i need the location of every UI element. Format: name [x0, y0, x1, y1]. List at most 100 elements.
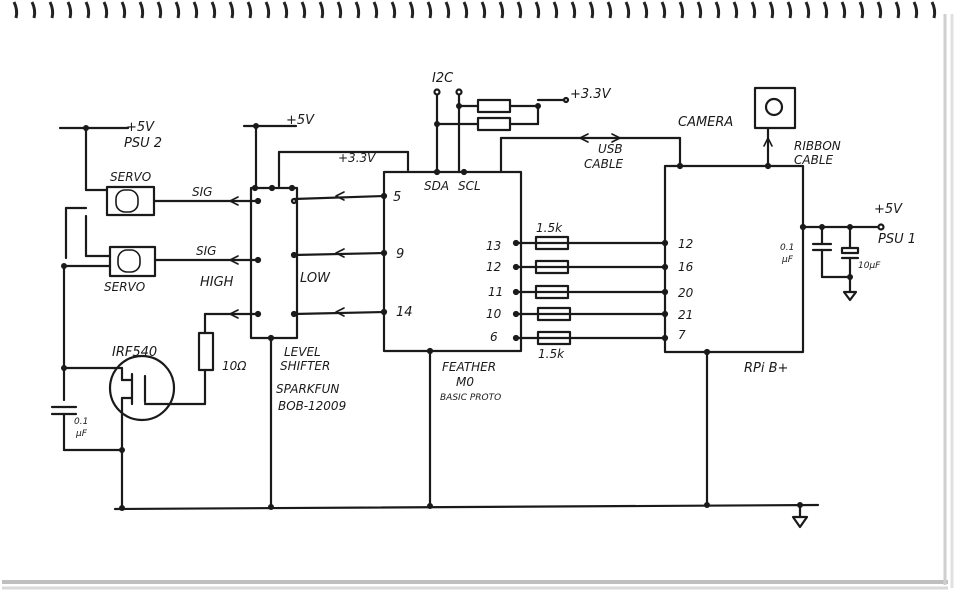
spiral-coil: [246, 1, 253, 19]
spiral-coil: [714, 1, 721, 19]
servo-2-label: SERVO: [104, 280, 145, 294]
spiral-coil: [318, 1, 325, 19]
ls-name-4: BOB-12009: [278, 399, 346, 413]
spiral-coil: [930, 1, 937, 19]
feather-pin-11: 11: [488, 285, 503, 299]
low-label: LOW: [300, 271, 331, 286]
feather-label-1: FEATHER: [442, 360, 496, 374]
cap-right-1-unit: μF: [781, 255, 794, 265]
i2c-voltage-label: +3.3V: [570, 87, 612, 102]
spiral-coil: [498, 1, 505, 19]
spiral-coil: [480, 1, 487, 19]
feather-pin-5: 5: [393, 190, 401, 205]
rpi-pin-12: 12: [678, 237, 693, 251]
feather-pin-6: 6: [490, 330, 498, 344]
spiral-coil: [876, 1, 883, 19]
spiral-coil: [228, 1, 235, 19]
servo-2: SERVO SIG: [61, 214, 260, 294]
level-shifter: +5V +3.3V HIGH LOW LEVEL SHIFTER SPARKFU…: [200, 113, 410, 509]
resistor-ladder: 1.5k 1.5k: [512, 221, 667, 361]
spiral-coil: [750, 1, 757, 19]
spiral-coil: [408, 1, 415, 19]
ribbon-label-2: CABLE: [794, 153, 834, 167]
spiral-coil: [534, 1, 541, 19]
spiral-coil: [282, 1, 289, 19]
psu1-supply: +5V PSU 1 0.1 μF 10μF: [780, 202, 916, 302]
psu1-label: PSU 1: [878, 232, 916, 247]
high-label: HIGH: [200, 275, 234, 290]
feather-m0: 5 9 14 FEATHER M0 BASIC PROTO 13 12 11 1…: [380, 170, 523, 508]
psu2-label: PSU 2: [124, 136, 162, 151]
res-bottom-label: 1.5k: [538, 347, 565, 361]
ribbon-label-1: RIBBON: [794, 139, 841, 153]
psu2-voltage-label: +5V: [126, 120, 155, 135]
usb-label-2: CABLE: [584, 157, 624, 171]
mosfet-label: IRF540: [112, 345, 157, 360]
spiral-coil: [138, 1, 145, 19]
ls-33v-label: +3.3V: [338, 151, 376, 165]
spiral-coil: [588, 1, 595, 19]
spiral-coil: [174, 1, 181, 19]
res-top-label: 1.5k: [536, 221, 563, 235]
feather-pin-12: 12: [486, 260, 501, 274]
ls-5v-label: +5V: [286, 113, 315, 128]
spiral-coil: [552, 1, 559, 19]
spiral-coil: [462, 1, 469, 19]
cap-right-2-value: 10μF: [858, 261, 881, 271]
usb-cable: USB CABLE: [499, 133, 682, 174]
spiral-coil: [192, 1, 199, 19]
rpi-pin-20: 20: [678, 286, 694, 300]
spiral-coil: [66, 1, 73, 19]
sda-label: SDA: [424, 179, 449, 193]
rpi-b-plus: 12 16 20 21 7 RPi B+: [661, 162, 805, 507]
servo-1-label: SERVO: [110, 170, 151, 184]
ls-name-1: LEVEL: [284, 345, 321, 359]
i2c-bus: I2C +3.3V SDA SCL: [424, 71, 612, 193]
spiral-coil: [156, 1, 163, 19]
mosfet-driver: 0.1 μF IRF540: [50, 264, 207, 510]
camera-label: CAMERA: [678, 115, 733, 130]
spiral-coil: [102, 1, 109, 19]
spiral-coil: [660, 1, 667, 19]
sig-label-1: SIG: [192, 185, 212, 199]
spiral-coil: [606, 1, 613, 19]
spiral-coil: [786, 1, 793, 19]
psu1-voltage-label: +5V: [874, 202, 903, 217]
feather-label-2: M0: [456, 375, 474, 389]
spiral-coil: [912, 1, 919, 19]
spiral-coil: [822, 1, 829, 19]
spiral-coil: [444, 1, 451, 19]
rpi-pin-21: 21: [678, 308, 693, 322]
ls-feather-links: [292, 191, 386, 317]
feather-pin-10: 10: [486, 307, 502, 321]
spiral-coil: [624, 1, 631, 19]
spiral-coil: [84, 1, 91, 19]
servo-1: SERVO SIG: [64, 170, 260, 260]
spiral-coil: [336, 1, 343, 19]
spiral-coil: [804, 1, 811, 19]
gate-resistor-label: 10Ω: [222, 359, 247, 373]
cap-left-value: 0.1: [74, 417, 88, 427]
spiral-coil: [894, 1, 901, 19]
feather-pin-9: 9: [396, 247, 404, 262]
spiral-coil: [48, 1, 55, 19]
spiral-coil: [372, 1, 379, 19]
spiral-coil: [678, 1, 685, 19]
spiral-coil: [30, 1, 37, 19]
ls-name-2: SHIFTER: [280, 359, 330, 373]
spiral-coil: [390, 1, 397, 19]
i2c-label: I2C: [432, 71, 454, 86]
rpi-pin-7: 7: [678, 328, 686, 342]
spiral-coil: [354, 1, 361, 19]
spiral-coil: [210, 1, 217, 19]
sig-label-2: SIG: [196, 244, 216, 258]
camera: CAMERA RIBBON CABLE: [678, 86, 841, 168]
ls-name-3: SPARKFUN: [276, 382, 339, 396]
rpi-label: RPi B+: [744, 361, 788, 376]
cap-left-unit: μF: [75, 429, 88, 439]
feather-label-3: BASIC PROTO: [440, 393, 501, 403]
spiral-binding: [12, 1, 937, 19]
spiral-coil: [840, 1, 847, 19]
spiral-coil: [642, 1, 649, 19]
